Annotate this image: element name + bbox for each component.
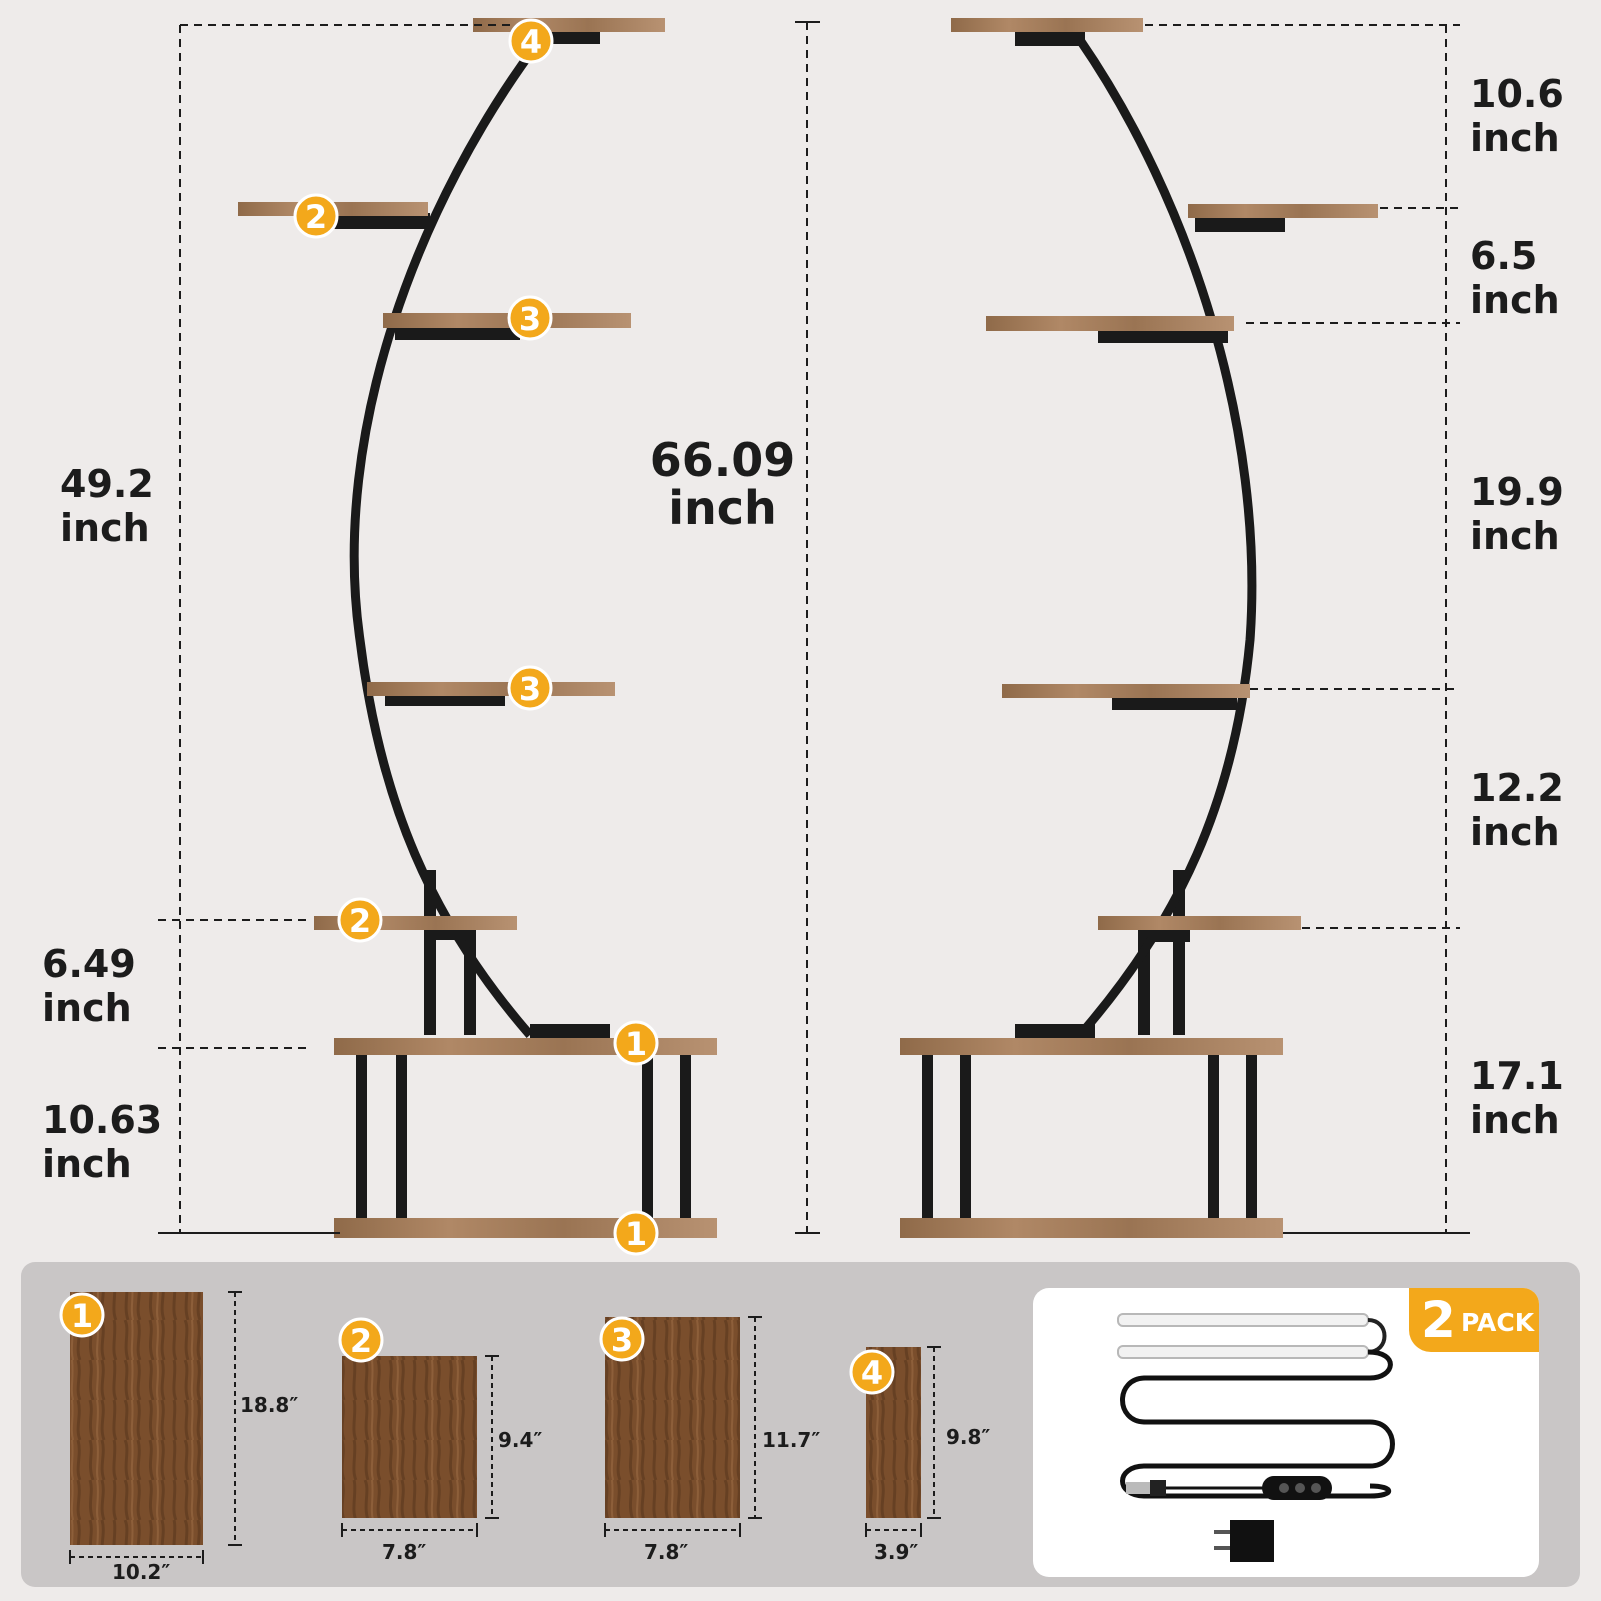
shelf-badge-label: 3	[519, 670, 541, 708]
wood-panel-icon	[342, 1356, 477, 1518]
shelf-badge-label: 2	[350, 1322, 372, 1360]
shelf-2-width: 7.8″	[382, 1540, 427, 1564]
shelf-badge	[613, 1210, 659, 1256]
shelf-4-width: 3.9″	[874, 1540, 919, 1564]
shelf-badge-label: 1	[71, 1297, 93, 1335]
shelf-badge	[59, 1292, 105, 1338]
dimension-lines	[158, 21, 1460, 1234]
right-fourth-gap-label: 12.2 inch	[1470, 766, 1564, 854]
total-height-label: 66.09 inch	[649, 433, 796, 535]
left-mid-height-label: 6.49 inch	[42, 942, 136, 1030]
shelf-badge	[599, 1316, 645, 1362]
right-second-gap-label: 6.5 inch	[1470, 234, 1560, 322]
shelf-badge	[338, 1317, 384, 1363]
right-third-gap-label: 19.9 inch	[1470, 470, 1564, 558]
usb-plug-icon	[1126, 1480, 1166, 1496]
shelf-1-depth: 18.8″	[240, 1393, 299, 1417]
shelf-1-width: 10.2″	[112, 1560, 171, 1584]
left-upper-height-label: 49.2 inch	[60, 462, 154, 550]
shelf-badge-label: 1	[625, 1215, 647, 1253]
shelf-badge-label: 2	[349, 902, 371, 940]
shelf-badge	[849, 1349, 895, 1395]
shelf-3-depth: 11.7″	[762, 1428, 821, 1452]
shelf-badge-label: 3	[611, 1321, 633, 1359]
power-adapter-icon	[1214, 1520, 1274, 1562]
right-bottom-gap-label: 17.1 inch	[1470, 1054, 1564, 1142]
shelf-badge-label: 2	[305, 198, 327, 236]
right-top-gap-label: 10.6 inch	[1470, 72, 1564, 160]
shelf-badge	[293, 193, 339, 239]
shelf-badge	[337, 897, 383, 943]
pack-count: 2	[1421, 1291, 1456, 1349]
shelf-3-width: 7.8″	[644, 1540, 689, 1564]
plant-stand-side-icon	[900, 18, 1378, 1238]
pack-label: PACK	[1461, 1308, 1535, 1337]
shelf-badge-label: 4	[861, 1354, 883, 1392]
two-pack-badge: 2 PACK	[1409, 1288, 1539, 1352]
shelf-badges: 4 2 3 3 2 1 1	[293, 18, 659, 1256]
left-bottom-height-label: 10.63 inch	[42, 1098, 163, 1186]
shelf-badge	[508, 18, 554, 64]
shelf-4-depth: 9.8″	[946, 1425, 991, 1449]
shelf-badge	[507, 295, 553, 341]
shelf-badge	[613, 1020, 659, 1066]
shelf-badge-label: 4	[520, 23, 542, 61]
shelf-badge	[507, 665, 553, 711]
shelf-badge-label: 1	[625, 1025, 647, 1063]
shelf-2-depth: 9.4″	[498, 1428, 543, 1452]
shelf-badge-label: 3	[519, 300, 541, 338]
